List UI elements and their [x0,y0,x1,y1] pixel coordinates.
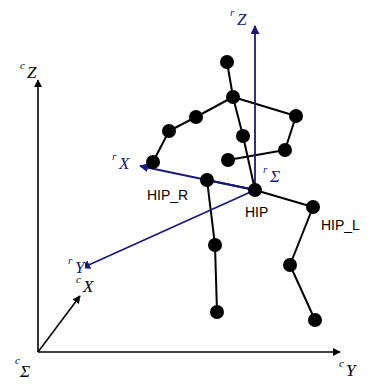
camera-frame [38,80,340,352]
axis-label: Z [237,11,246,28]
axis-superscript: c [339,358,344,369]
axis-superscript: c [20,60,25,71]
axis-label: X [83,278,93,295]
axis-superscript: r [111,151,117,162]
axis-label: Y [74,259,85,276]
joint-name: HIP_R [146,188,189,202]
frame-label: Σ [269,168,281,185]
skeleton-joints [146,55,322,327]
robot-frame [82,26,255,268]
frame-superscript: r [262,164,268,175]
frame-label: Σ [20,363,30,380]
joint-name: HIP_L [320,218,361,232]
frame-superscript: c [15,355,20,366]
axis-label: Y [346,362,355,379]
axis-superscript: r [230,7,234,18]
joint-name: HIP [244,205,269,219]
axis-superscript: r [67,255,73,266]
axis-label: X [118,155,130,172]
axis-label: Z [27,64,36,81]
